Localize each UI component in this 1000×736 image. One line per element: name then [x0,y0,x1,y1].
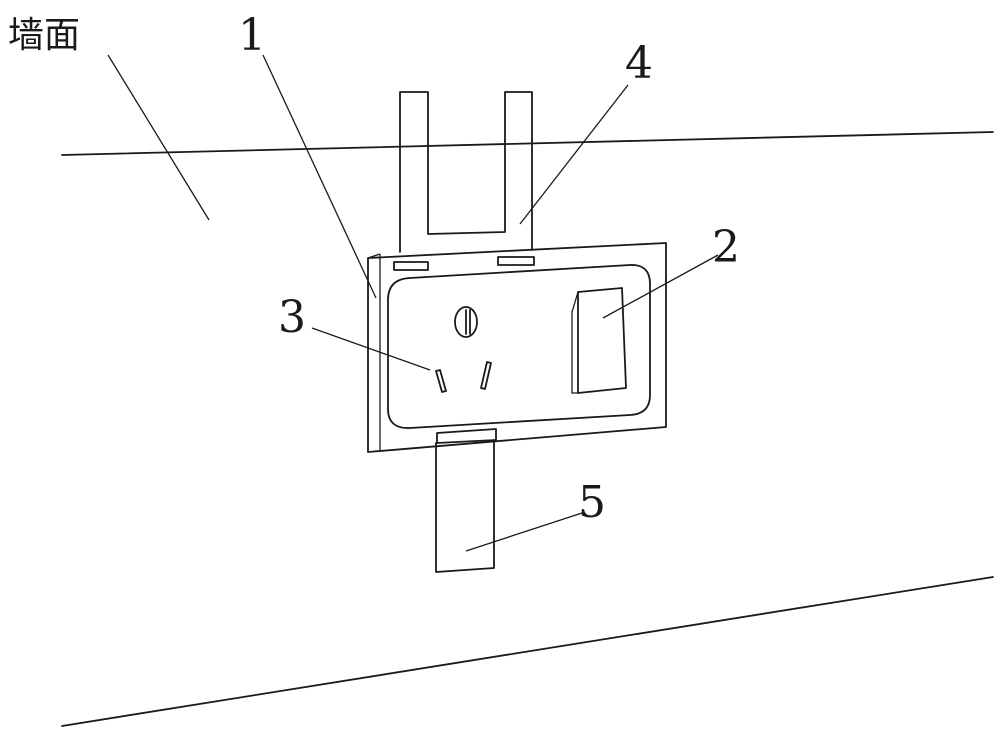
socket-holes [435,306,492,393]
right-slot [480,361,492,390]
label-wall: 墙面 [8,15,80,56]
label-5: 5 [578,477,606,528]
leader-1 [262,54,377,299]
leader-3 [311,327,431,371]
rocker-switch [571,287,627,394]
left-slot [435,369,447,393]
label-4: 4 [625,38,653,89]
u-hanger [399,91,533,253]
label-2: 2 [712,222,740,273]
ground-hole [454,306,478,338]
socket-face [387,264,651,429]
leader-5 [465,512,583,552]
label-1: 1 [238,10,266,61]
hanger-clip-left [393,261,429,271]
wall-top-edge [61,131,994,156]
bottom-strap [435,428,497,573]
leader-wall [107,54,210,221]
leader-2 [602,254,719,319]
hanger-clip-right [497,256,535,266]
leader-4 [519,84,629,225]
wall-bottom-edge [61,576,994,727]
label-3: 3 [278,292,306,343]
socket-plate [367,242,667,453]
